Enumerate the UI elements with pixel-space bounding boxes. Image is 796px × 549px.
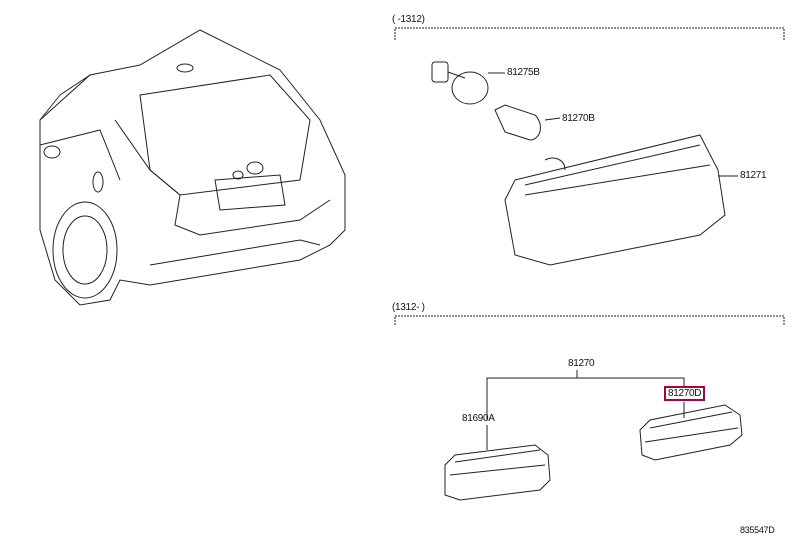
car-rear-illustration <box>39 29 346 306</box>
diagram-code: 835547D <box>740 525 775 535</box>
part-label-81270D-highlighted[interactable]: 81270D <box>664 386 706 401</box>
part-label-81270B[interactable]: 81270B <box>562 113 595 124</box>
bulb-illustration <box>494 104 561 141</box>
lamp-81690A-illustration <box>444 425 551 501</box>
part-label-81690A[interactable]: 81690A <box>462 413 495 424</box>
lamp-81271-illustration <box>504 134 738 266</box>
part-label-81275B[interactable]: 81275B <box>507 67 540 78</box>
lamp-81270D-illustration <box>639 402 743 461</box>
part-label-81270[interactable]: 81270 <box>568 358 595 369</box>
section-range-label-2: (1312- ) <box>392 302 425 313</box>
socket-illustration <box>431 61 505 105</box>
part-label-81271[interactable]: 81271 <box>740 170 767 181</box>
section-range-label-1: ( -1312) <box>392 14 425 25</box>
